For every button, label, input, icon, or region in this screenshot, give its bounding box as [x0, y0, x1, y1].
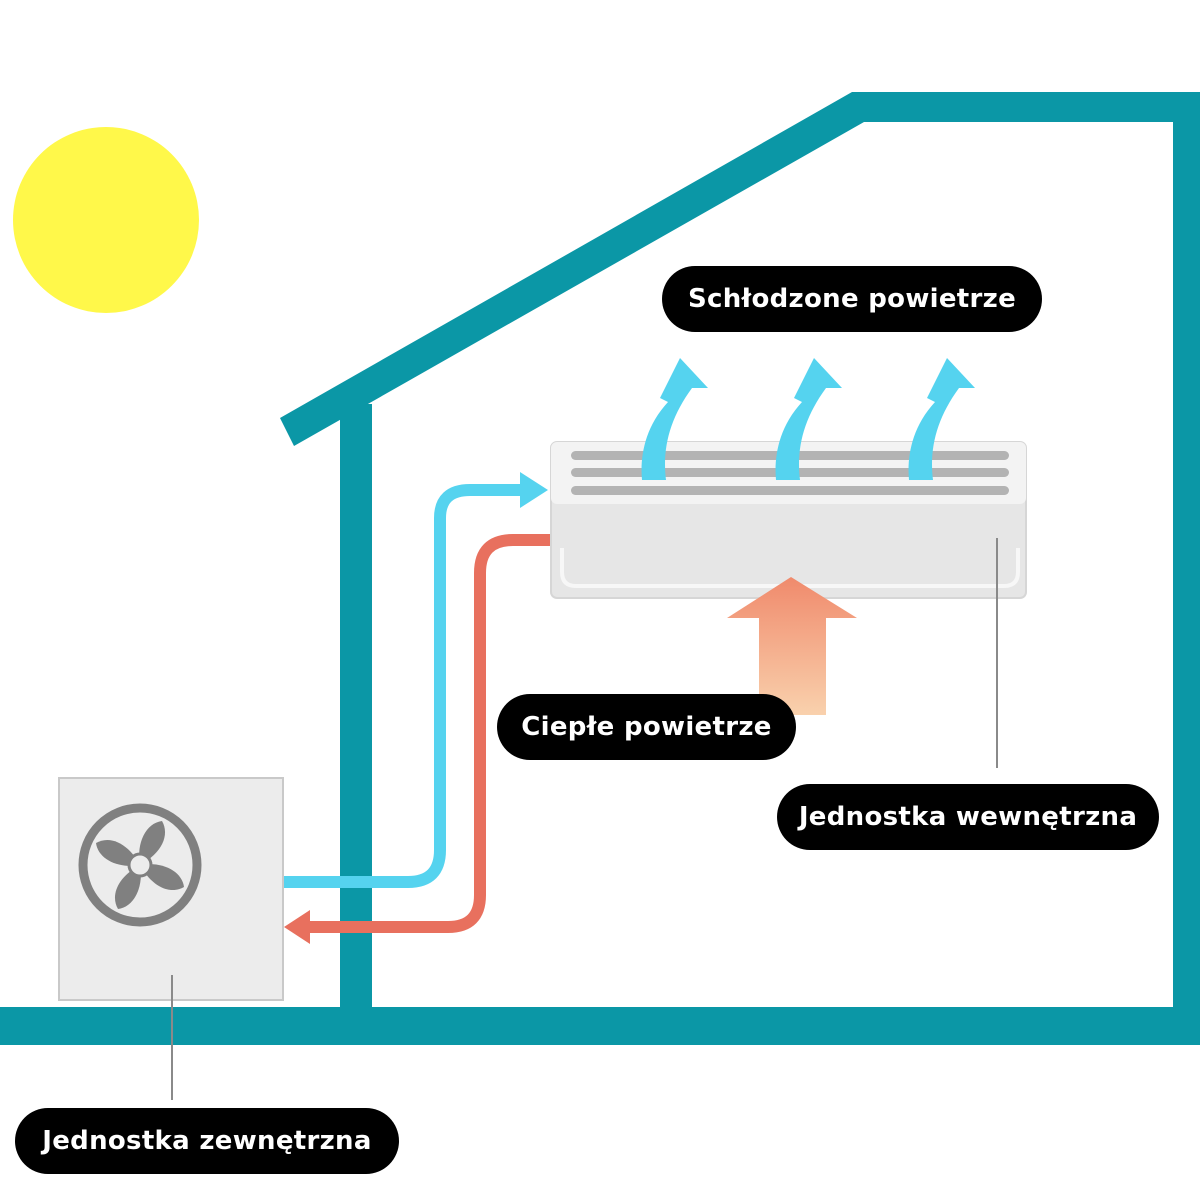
cold-line-arrowhead — [520, 472, 548, 508]
cooled-air-label: Schłodzone powietrze — [662, 266, 1042, 332]
refrigerant-lines — [284, 472, 550, 944]
left-wall — [340, 404, 372, 1016]
indoor-unit-label: Jednostka wewnętrzna — [777, 784, 1159, 850]
outdoor-unit-label: Jednostka zewnętrzna — [15, 1108, 399, 1174]
right-wall — [1173, 92, 1200, 1012]
cooled-air-arrow — [908, 358, 975, 480]
ground-line — [0, 1007, 1200, 1045]
sun — [13, 127, 199, 313]
fan-icon — [78, 803, 202, 927]
vent-slat — [571, 486, 1009, 495]
cooled-air-arrows — [641, 358, 975, 480]
cooled-air-arrow — [641, 358, 708, 480]
cooled-air-arrow — [775, 358, 842, 480]
warm-air-arrow — [727, 577, 857, 715]
roof — [280, 92, 1200, 446]
hot-line — [308, 534, 550, 933]
warm-air-label: Ciepłe powietrze — [497, 694, 796, 760]
house-outline — [0, 92, 1200, 1045]
outdoor-unit — [58, 777, 284, 1001]
hot-line-arrowhead — [284, 910, 310, 944]
indoor-unit — [550, 441, 1027, 599]
cold-line — [284, 484, 524, 888]
